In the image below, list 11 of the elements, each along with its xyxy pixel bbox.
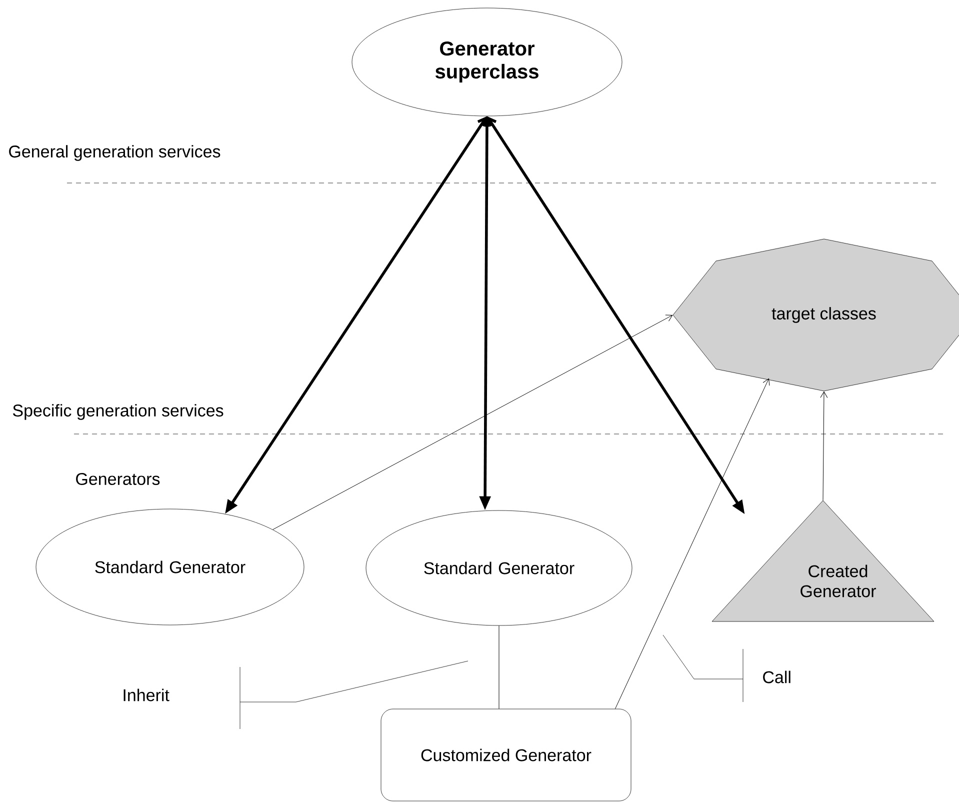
class-octagon: target classes: [672, 238, 959, 392]
label: Call: [763, 670, 790, 684]
generator-box: Customized Generator: [380, 708, 632, 802]
label: Generators: [76, 472, 160, 486]
arrow: [820, 391, 828, 501]
label: Specific generation services: [12, 404, 224, 420]
label: General generation services: [9, 145, 220, 161]
label: Inherit: [124, 688, 170, 702]
generator-triangle: Created Generator: [712, 500, 934, 622]
arrow: [614, 378, 770, 710]
arrow: [272, 314, 673, 530]
